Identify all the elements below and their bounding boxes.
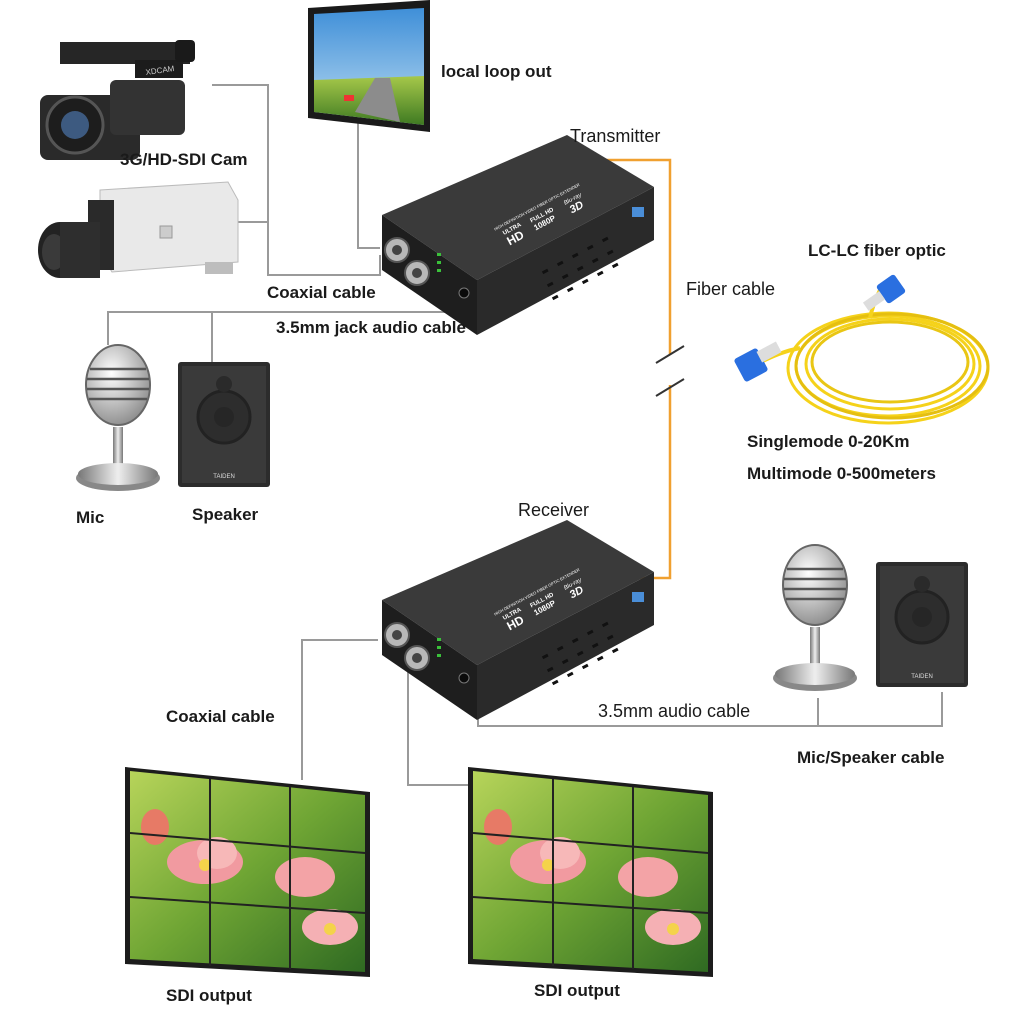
video-wall-right	[467, 766, 714, 978]
fiber-cable-label: Fiber cable	[686, 279, 776, 299]
monitor-label: local loop out	[441, 62, 552, 81]
coax-top-cable	[212, 84, 381, 276]
camcorder-brand: XDCAM	[145, 64, 175, 77]
device-3d-label: 3D	[568, 199, 586, 216]
transmitter-device: ULTRA HD FULL HD 1080P Blu-ray 3D HIGH D…	[381, 134, 655, 336]
fiber-coil-icon	[759, 289, 990, 425]
audio-top-label: 3.5mm jack audio cable	[276, 318, 466, 337]
fiber-title-label: LC-LC fiber optic	[808, 241, 946, 260]
sdi-output-label-1: SDI output	[166, 986, 252, 1005]
video-wall-left	[124, 766, 371, 978]
receiver-label: Receiver	[518, 500, 590, 520]
mic-icon	[74, 343, 162, 493]
singlemode-label: Singlemode 0-20Km	[747, 432, 910, 451]
loop-out-cable	[357, 120, 380, 249]
speaker-label: Speaker	[192, 505, 259, 524]
transmitter-label: Transmitter	[570, 126, 661, 146]
box-camera-icon	[38, 181, 239, 278]
coax-bottom-cable-1	[301, 639, 378, 780]
device-3d-label: 3D	[568, 584, 586, 601]
mic-speaker-label: Mic/Speaker cable	[797, 748, 945, 767]
speaker-icon: TAIDEN	[176, 360, 272, 489]
camera-label: 3G/HD-SDI Cam	[120, 150, 248, 169]
lc-connector-icon	[734, 274, 906, 382]
camcorder-icon: XDCAM	[40, 40, 195, 160]
coax-bottom-label: Coaxial cable	[166, 707, 275, 726]
speaker-icon: TAIDEN	[874, 560, 970, 689]
multimode-label: Multimode 0-500meters	[747, 464, 936, 483]
coax-bottom-cable-2	[407, 665, 470, 786]
audio-bottom-label: 3.5mm audio cable	[598, 701, 751, 721]
coax-top-label: Coaxial cable	[267, 283, 376, 302]
speaker-brand: TAIDEN	[213, 474, 235, 480]
sdi-output-label-2: SDI output	[534, 981, 620, 1000]
receiver-device: ULTRA HD FULL HD 1080P Blu-ray 3D HIGH D…	[381, 519, 655, 721]
mic-icon	[771, 543, 859, 693]
monitor-icon	[308, 0, 430, 132]
mic-label: Mic	[76, 508, 105, 527]
speaker-brand: TAIDEN	[911, 674, 933, 680]
